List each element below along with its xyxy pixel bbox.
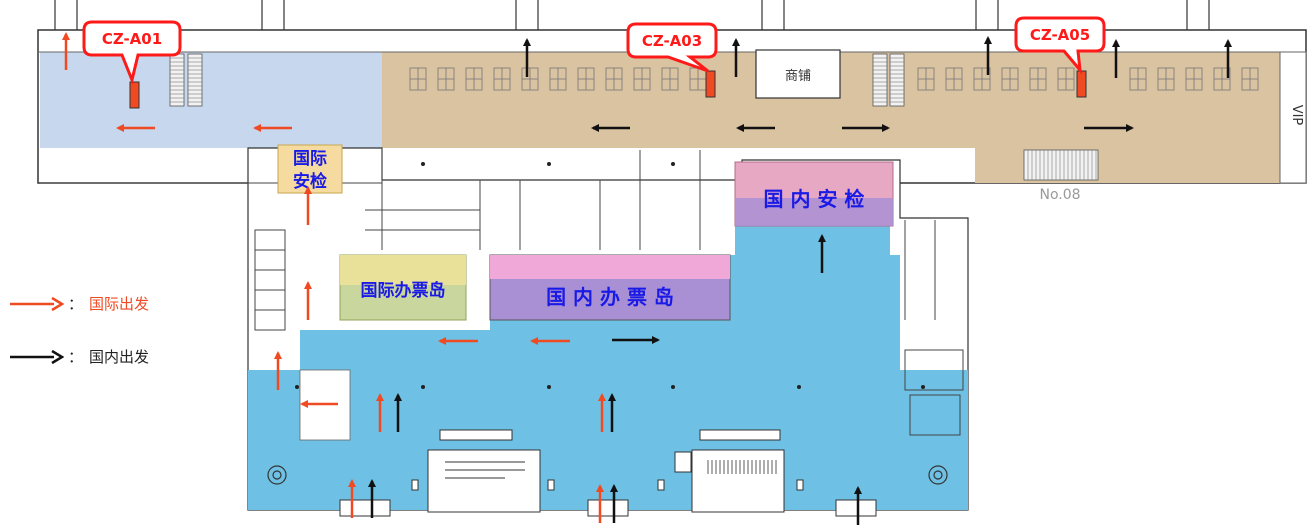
domestic-ticket-island: 国 内 办 票 岛 bbox=[489, 254, 731, 321]
vip-label: VIP bbox=[1289, 105, 1304, 126]
shop: 商铺 bbox=[755, 49, 841, 99]
kiosks bbox=[411, 429, 804, 513]
shop-label: 商铺 bbox=[785, 69, 811, 84]
gate-number-label: No.08 bbox=[1039, 187, 1080, 203]
gate-marker-a01 bbox=[129, 81, 140, 109]
jet-bridges bbox=[54, 0, 1210, 30]
intl-security-label-line1: 国际 bbox=[293, 149, 327, 169]
intl-security-label-line2: 安检 bbox=[293, 171, 327, 192]
international-departure-arrows bbox=[62, 32, 606, 523]
escalators bbox=[169, 53, 1099, 181]
callout-cz-a03: CZ-A03 bbox=[626, 22, 718, 73]
callout-cz-a05: CZ-A05 bbox=[1014, 16, 1106, 75]
red-arrow-icon bbox=[10, 296, 64, 311]
check-in-hall bbox=[247, 147, 969, 511]
intl-ticket-island: 国际办票岛 bbox=[339, 254, 467, 321]
legend-colon: ： bbox=[68, 295, 84, 313]
domestic-departure-arrows bbox=[368, 36, 1232, 525]
callout-label-a03: CZ-A03 bbox=[642, 32, 702, 50]
intl-ticket-island-label: 国际办票岛 bbox=[361, 280, 446, 301]
circular-markers bbox=[267, 465, 948, 485]
legend-label-domestic: 国内出发 bbox=[89, 348, 150, 366]
domestic-security-zone: 国 内 安 检 bbox=[734, 161, 894, 227]
concourse-blue-area bbox=[248, 250, 968, 510]
legend-international: ： 国际出发 bbox=[8, 293, 149, 314]
legend-domestic: ： 国内出发 bbox=[8, 346, 149, 367]
callout-label-a05: CZ-A05 bbox=[1030, 26, 1090, 44]
domestic-ticket-island-label: 国 内 办 票 岛 bbox=[546, 285, 674, 309]
intl-gate-area bbox=[40, 52, 382, 148]
gate-markers bbox=[129, 70, 1087, 109]
callout-cz-a01: CZ-A01 bbox=[82, 20, 182, 85]
domestic-security-label: 国 内 安 检 bbox=[764, 187, 865, 211]
gate-marker-a05 bbox=[1076, 70, 1087, 98]
black-arrow-icon bbox=[10, 349, 64, 364]
legend-label-international: 国际出发 bbox=[89, 295, 150, 313]
gate-marker-a03 bbox=[705, 70, 716, 98]
legend-colon: ： bbox=[68, 348, 84, 366]
callout-label-a01: CZ-A01 bbox=[102, 30, 162, 48]
intl-security-zone: 国际 安检 bbox=[277, 144, 343, 194]
